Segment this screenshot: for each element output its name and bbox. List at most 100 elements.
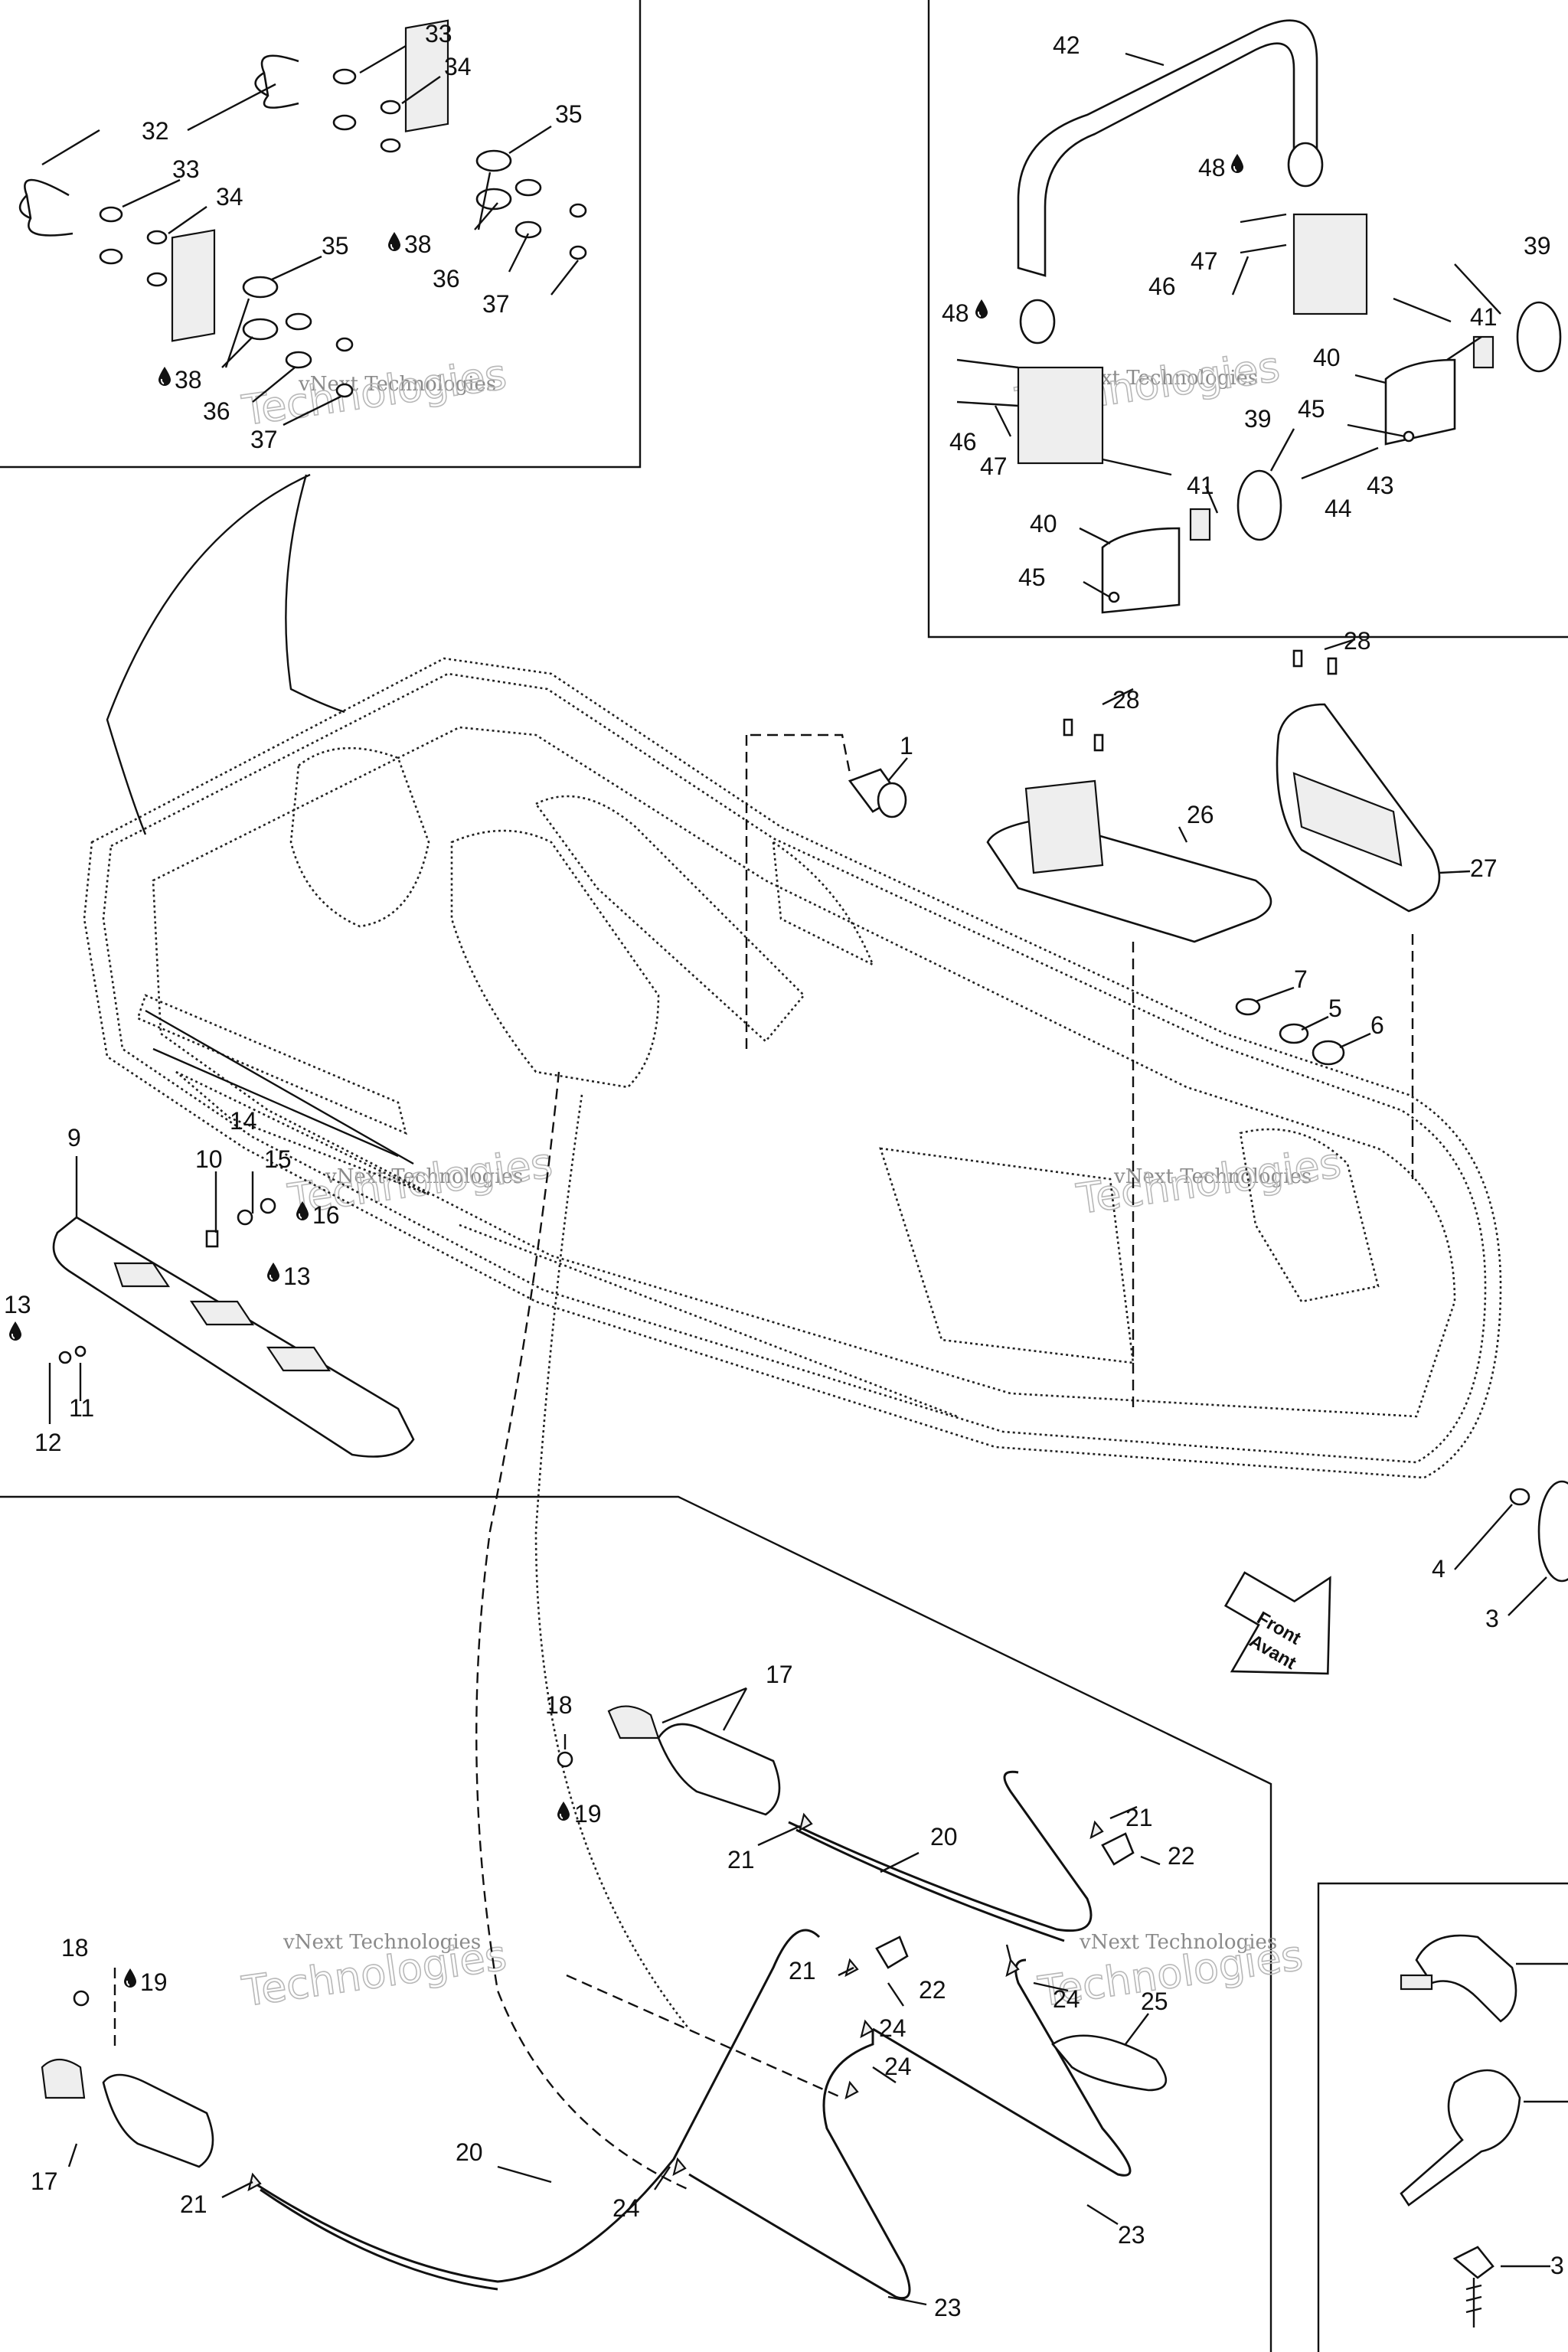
callout-48: 48	[942, 299, 969, 327]
callout-18: 18	[61, 1934, 89, 1962]
callout-23: 23	[1118, 2221, 1145, 2249]
callout-17: 17	[766, 1661, 793, 1688]
callout-41: 41	[1470, 303, 1498, 331]
callout-24: 24	[612, 2194, 640, 2222]
callout-14: 14	[230, 1107, 257, 1135]
callout-32: 32	[142, 117, 169, 145]
callout-34: 34	[444, 53, 472, 80]
callout-48: 48	[1198, 154, 1226, 181]
watermark-text: vNext Technologies	[325, 1165, 523, 1188]
callout-47: 47	[1191, 247, 1218, 275]
callout-3: 3	[1485, 1605, 1499, 1632]
callout-37: 37	[250, 426, 278, 453]
leader-lines	[41, 44, 579, 426]
callout-18: 18	[545, 1691, 573, 1719]
drop-icon	[158, 366, 172, 387]
callout-34: 34	[216, 183, 243, 211]
callout-9: 9	[67, 1124, 81, 1152]
callout-5: 5	[1328, 995, 1342, 1022]
callout-38: 38	[404, 230, 432, 258]
callout-21: 21	[180, 2190, 207, 2218]
callout-13: 13	[4, 1291, 31, 1318]
callout-39: 39	[1524, 232, 1551, 260]
drop-icon	[387, 231, 401, 252]
callout-39: 39	[1244, 405, 1272, 433]
sponson-parts: 9 14 10 15 16 13 13 11 12	[4, 1009, 415, 1458]
bow-parts: 4 3 Front Avant	[1223, 1480, 1568, 1675]
callout-33: 33	[425, 20, 452, 47]
callout-16: 16	[312, 1201, 340, 1229]
callout-19: 19	[140, 1968, 168, 1996]
callout-46: 46	[1148, 273, 1176, 300]
callout-38: 38	[175, 366, 202, 394]
callout-24: 24	[884, 2053, 912, 2080]
callout-45: 45	[1298, 395, 1325, 423]
callout-20: 20	[930, 1823, 958, 1851]
callout-15: 15	[264, 1145, 292, 1173]
callout-21: 21	[789, 1957, 816, 1984]
washer-stack-right	[332, 19, 587, 260]
callout-7: 7	[1294, 965, 1308, 993]
callout-23: 23	[934, 2294, 962, 2321]
callout-10: 10	[195, 1145, 223, 1173]
callout-26: 26	[1187, 801, 1214, 828]
watermark-text: vNext Technologies	[1113, 1165, 1312, 1188]
routing-lines	[106, 473, 843, 2191]
u-handle-lower	[18, 178, 74, 237]
drop-icon	[975, 299, 988, 319]
callout-6: 6	[1370, 1011, 1384, 1039]
grab-bar	[1017, 19, 1318, 277]
watermark-text: vNext Technologies	[283, 1931, 481, 1954]
callout-47: 47	[980, 452, 1008, 480]
callout-24: 24	[1053, 1985, 1080, 2013]
callout-21: 21	[1125, 1804, 1153, 1831]
callout-36: 36	[433, 265, 460, 292]
callout-17: 17	[31, 2167, 58, 2195]
drop-icon	[557, 1801, 570, 1821]
leader-lines	[994, 52, 1501, 599]
callout-4: 4	[1432, 1555, 1446, 1583]
callout-11: 11	[69, 1394, 94, 1422]
callout-13: 13	[283, 1263, 311, 1290]
callout-22: 22	[919, 1976, 946, 2004]
callout-21: 21	[727, 1846, 755, 1873]
callout-12: 12	[34, 1429, 62, 1456]
drop-icon	[123, 1968, 137, 1988]
drain-plug-parts: 1 7 5 6	[745, 732, 1384, 1066]
drop-icon	[8, 1321, 22, 1341]
callout-45: 45	[1018, 564, 1046, 591]
callout-24: 24	[879, 2014, 906, 2042]
callout-33: 33	[172, 155, 200, 183]
grab-bar-inset: 42 48 39 46 47 41 48 40 45 39 46 47 43 4…	[942, 19, 1562, 614]
watermark-outline: Technologies	[239, 350, 509, 435]
callout-1: 1	[900, 732, 913, 760]
callout-3: 3	[1550, 2252, 1564, 2279]
callout-41: 41	[1187, 472, 1214, 499]
callout-22: 22	[1168, 1842, 1195, 1870]
grab-handle-inset: 33 34 35 32 33 34 35 38 36 37 38 36 37	[18, 19, 587, 453]
bilge-hose-panel: 17 18 19 20 21 21 22 21 22 24 24 24 25 2…	[31, 1661, 1195, 2321]
drop-icon	[1230, 153, 1244, 174]
callout-37: 37	[482, 290, 510, 318]
washer-stack-left	[99, 206, 354, 398]
callout-35: 35	[555, 100, 583, 128]
fastener-inset: 3	[1400, 1934, 1568, 2328]
callout-46: 46	[949, 428, 977, 456]
front-arrow: Front Avant	[1223, 1571, 1331, 1675]
leader-lines	[67, 1687, 1161, 2306]
u-handle-upper	[254, 54, 299, 109]
callout-36: 36	[203, 397, 230, 425]
callout-44: 44	[1325, 495, 1352, 522]
watermark-text: vNext Technologies	[298, 373, 496, 396]
callout-40: 40	[1030, 510, 1057, 537]
callout-20: 20	[456, 2138, 483, 2166]
callout-42: 42	[1053, 31, 1080, 59]
callout-40: 40	[1313, 344, 1341, 371]
watermark-text: vNext Technologies	[1079, 1931, 1277, 1954]
storage-bins: 28 28 26 27	[986, 627, 1498, 1409]
callout-28: 28	[1112, 686, 1140, 714]
drop-icon	[266, 1262, 280, 1282]
callout-19: 19	[574, 1800, 602, 1828]
